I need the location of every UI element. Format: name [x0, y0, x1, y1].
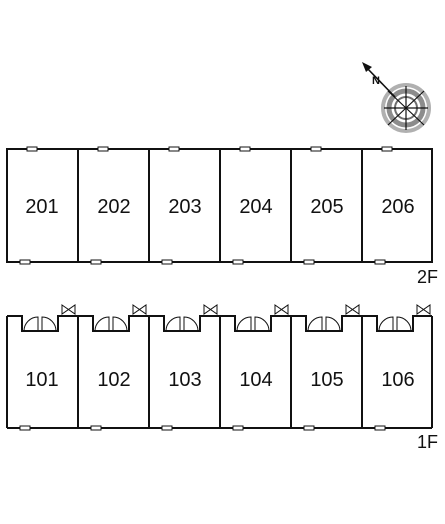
floor-2f: 201 202 203 204 205 206 2F [6, 146, 438, 287]
unit-202: 202 [97, 196, 130, 218]
unit-206: 206 [381, 196, 414, 218]
unit-104: 104 [239, 369, 272, 391]
unit-105: 105 [310, 369, 343, 391]
unit-205: 205 [310, 196, 343, 218]
floor-label-1f: 1F [417, 432, 438, 452]
floor-label-2f: 2F [417, 267, 438, 287]
unit-204: 204 [239, 196, 272, 218]
unit-203: 203 [168, 196, 201, 218]
unit-106: 106 [381, 369, 414, 391]
unit-101: 101 [25, 369, 58, 391]
unit-102: 102 [97, 369, 130, 391]
floor-1f: 101 102 103 104 105 106 1F [6, 304, 438, 452]
compass-north-label: N [372, 75, 380, 87]
compass-icon: N [362, 62, 431, 133]
unit-201: 201 [25, 196, 58, 218]
unit-103: 103 [168, 369, 201, 391]
